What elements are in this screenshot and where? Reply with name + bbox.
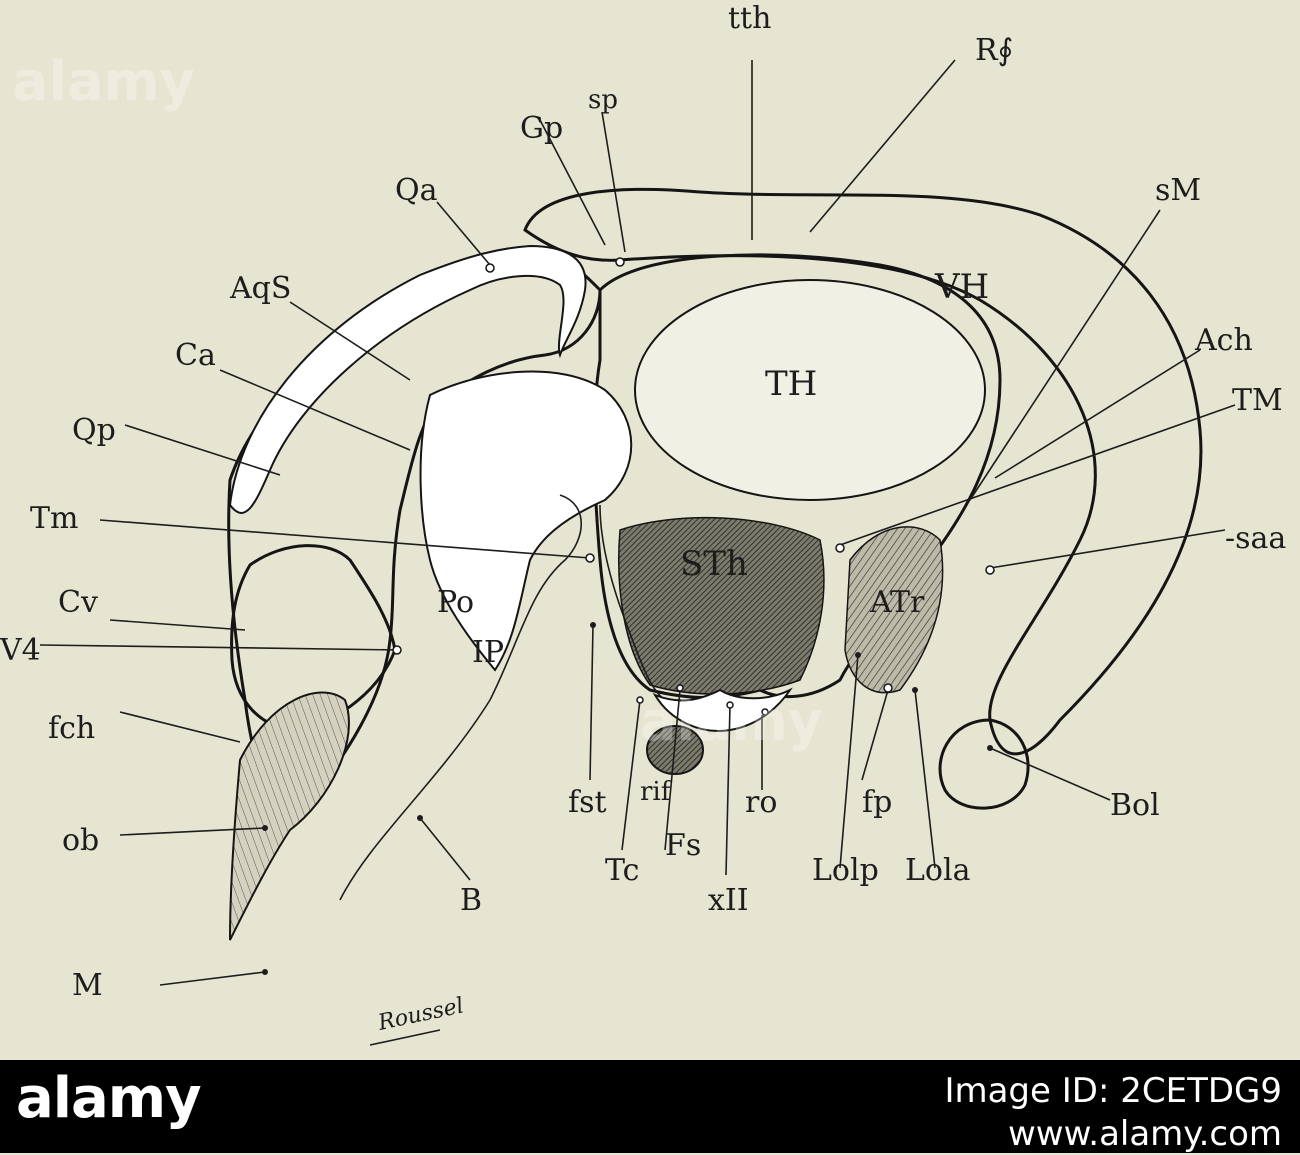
label-saa: -saa [1225, 521, 1286, 556]
artist-signature: Roussel [375, 993, 466, 1036]
label-lolp: Lolp [812, 853, 879, 888]
label-po: Po [437, 585, 474, 620]
image-id-block: Image ID: 2CETDG9 www.alamy.com [944, 1070, 1282, 1155]
label-fs: Fs [665, 828, 701, 863]
label-m: M [72, 968, 103, 1003]
footer-url: www.alamy.com [944, 1113, 1282, 1155]
label-vh: VH [934, 267, 989, 307]
olfactory-bulb [940, 720, 1028, 808]
label-cv: Cv [58, 585, 98, 620]
label-tm-upper: TM [1232, 383, 1283, 418]
label-th: TH [765, 364, 817, 404]
label-sth: STh [680, 544, 748, 584]
label-v4: V4 [0, 633, 41, 668]
label-atr: ATr [869, 585, 925, 620]
label-tc: Tc [605, 853, 639, 888]
label-b: B [460, 883, 482, 918]
label-fch: fch [48, 711, 95, 746]
label-fp: fp [862, 785, 892, 820]
label-sm: sM [1155, 173, 1201, 208]
label-gp: Gp [520, 111, 563, 146]
label-qa: Qa [395, 173, 438, 208]
label-aqs: AqS [229, 271, 291, 306]
label-xii: xII [708, 883, 749, 918]
footer-bar: alamy Image ID: 2CETDG9 www.alamy.com [0, 1060, 1300, 1153]
label-rf: R∮ [975, 33, 1013, 68]
label-ip: IP [472, 635, 504, 670]
medulla-strand [230, 693, 349, 941]
brain-section-diagram: tth R∮ sp Gp Qa sM AqS VH Ca TH Ach Qp T… [0, 0, 1300, 1060]
alamy-logo: alamy [16, 1066, 201, 1131]
ventricle-cavity [421, 371, 632, 670]
image-id: Image ID: 2CETDG9 [944, 1070, 1282, 1113]
label-tth: tth [728, 1, 771, 36]
label-lola: Lola [905, 853, 971, 888]
label-ach: Ach [1194, 323, 1253, 358]
label-ca: Ca [175, 338, 216, 373]
label-sp: sp [588, 85, 618, 115]
label-ob: ob [62, 823, 99, 858]
label-rif: rif [640, 777, 673, 807]
label-ro: ro [745, 785, 777, 820]
label-bol: Bol [1110, 788, 1160, 823]
label-fst: fst [568, 785, 607, 820]
leader-lines [40, 60, 1235, 985]
label-qp: Qp [72, 413, 116, 448]
label-tm-lower: Tm [30, 501, 78, 536]
